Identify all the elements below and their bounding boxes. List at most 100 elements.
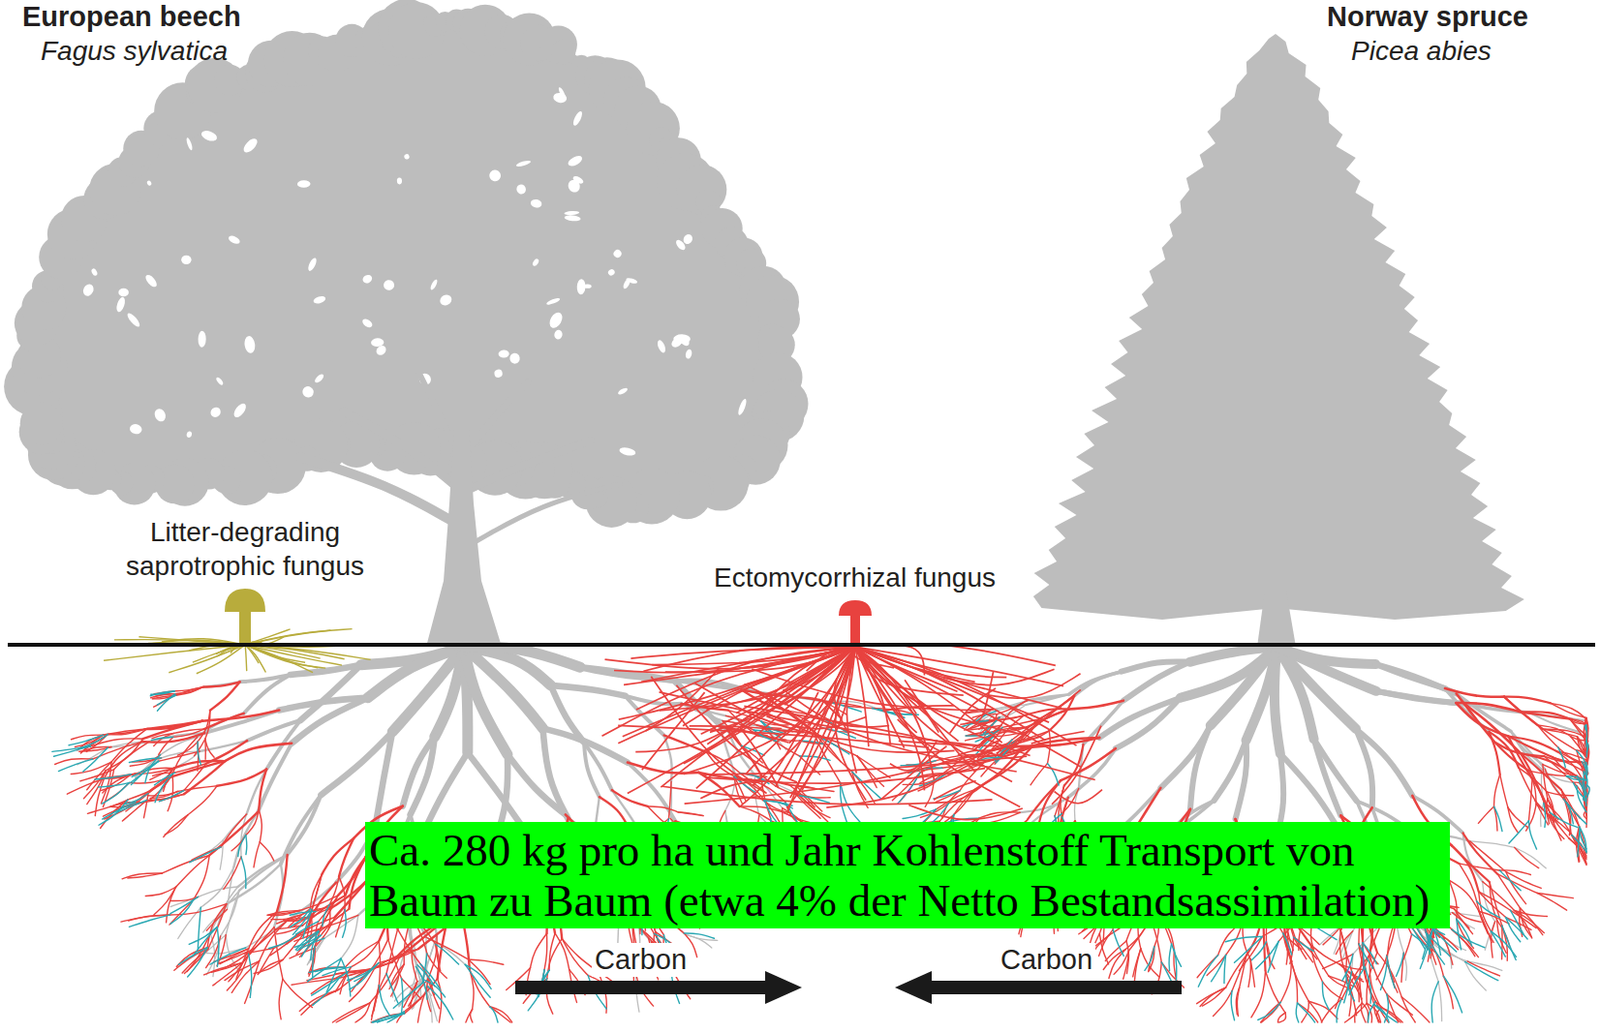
root bbox=[1585, 718, 1587, 724]
root bbox=[1538, 725, 1559, 748]
root bbox=[292, 910, 312, 936]
root bbox=[1585, 719, 1587, 726]
root bbox=[386, 974, 399, 1004]
hypha bbox=[745, 716, 810, 774]
hypha bbox=[617, 725, 929, 748]
root bbox=[1277, 1013, 1286, 1023]
root bbox=[683, 933, 714, 939]
hypha bbox=[630, 646, 856, 659]
root bbox=[98, 800, 128, 826]
spruce-tree bbox=[1033, 33, 1525, 647]
root bbox=[370, 1014, 404, 1023]
root bbox=[1361, 1003, 1368, 1023]
root bbox=[1381, 1008, 1403, 1023]
root bbox=[1360, 1003, 1366, 1023]
root bbox=[584, 742, 600, 798]
root bbox=[142, 733, 205, 743]
hypha bbox=[642, 692, 706, 770]
root bbox=[1431, 982, 1439, 1023]
canopy-gap bbox=[312, 295, 327, 306]
root bbox=[1542, 729, 1577, 751]
root bbox=[1211, 954, 1227, 982]
root bbox=[1488, 732, 1500, 775]
root bbox=[347, 963, 379, 982]
root bbox=[415, 966, 428, 1000]
root bbox=[1301, 1001, 1309, 1023]
canopy-gap bbox=[515, 183, 528, 196]
root bbox=[1443, 976, 1453, 1010]
root bbox=[1294, 938, 1313, 963]
canopy-gap bbox=[208, 405, 223, 421]
root bbox=[204, 738, 207, 760]
canopy-gap bbox=[497, 349, 510, 359]
root bbox=[163, 815, 188, 838]
root bbox=[554, 933, 570, 970]
root bbox=[1508, 821, 1529, 844]
root bbox=[188, 926, 217, 945]
root bbox=[1026, 709, 1070, 729]
root bbox=[423, 979, 446, 998]
root bbox=[321, 838, 354, 875]
canopy-gap bbox=[243, 335, 256, 354]
root bbox=[677, 812, 703, 817]
root bbox=[1256, 941, 1280, 969]
root bbox=[1500, 774, 1508, 808]
root bbox=[851, 771, 875, 804]
root bbox=[269, 935, 297, 949]
hypha bbox=[908, 804, 1023, 820]
root bbox=[354, 963, 379, 983]
root bbox=[177, 741, 198, 756]
beech-trunk bbox=[426, 426, 502, 647]
root bbox=[310, 874, 322, 913]
root bbox=[187, 948, 208, 978]
root bbox=[1251, 971, 1266, 1018]
canopy-gap bbox=[678, 335, 692, 348]
root bbox=[55, 759, 93, 766]
root bbox=[1276, 646, 1376, 665]
root bbox=[125, 793, 149, 804]
canopy-gap bbox=[607, 268, 616, 277]
root bbox=[210, 681, 241, 710]
root bbox=[1401, 997, 1416, 1023]
root bbox=[1362, 943, 1377, 965]
root bbox=[173, 687, 204, 697]
canopy-gap bbox=[300, 384, 316, 400]
root bbox=[205, 738, 215, 758]
root bbox=[1451, 845, 1479, 893]
root bbox=[435, 944, 460, 965]
root bbox=[372, 1014, 404, 1023]
root bbox=[1576, 750, 1587, 770]
root bbox=[799, 756, 831, 761]
root bbox=[1349, 967, 1365, 996]
root bbox=[1549, 812, 1578, 828]
beech-tree bbox=[3, 0, 808, 647]
root bbox=[1518, 768, 1536, 801]
root bbox=[1396, 953, 1405, 977]
root bbox=[1213, 990, 1233, 1016]
root bbox=[424, 752, 468, 831]
root bbox=[1497, 874, 1538, 894]
root bbox=[216, 769, 267, 786]
root bbox=[253, 842, 260, 868]
canopy-gap bbox=[361, 273, 373, 285]
root bbox=[1514, 847, 1546, 868]
root bbox=[1198, 955, 1218, 988]
canopy-gap bbox=[215, 376, 224, 387]
canopy-gap bbox=[612, 247, 623, 259]
root bbox=[1362, 943, 1364, 970]
root bbox=[1576, 786, 1587, 813]
root bbox=[1482, 882, 1515, 912]
root bbox=[202, 710, 279, 722]
root bbox=[1291, 961, 1309, 1002]
root bbox=[1231, 955, 1247, 992]
root bbox=[1570, 737, 1587, 758]
root bbox=[398, 929, 421, 965]
root bbox=[1543, 802, 1546, 828]
canopy-gap bbox=[115, 296, 127, 313]
root bbox=[276, 855, 288, 913]
root bbox=[1499, 870, 1521, 892]
canopy-lobe bbox=[551, 39, 576, 64]
root bbox=[1323, 925, 1342, 946]
root bbox=[1451, 913, 1475, 930]
root bbox=[1464, 704, 1521, 755]
